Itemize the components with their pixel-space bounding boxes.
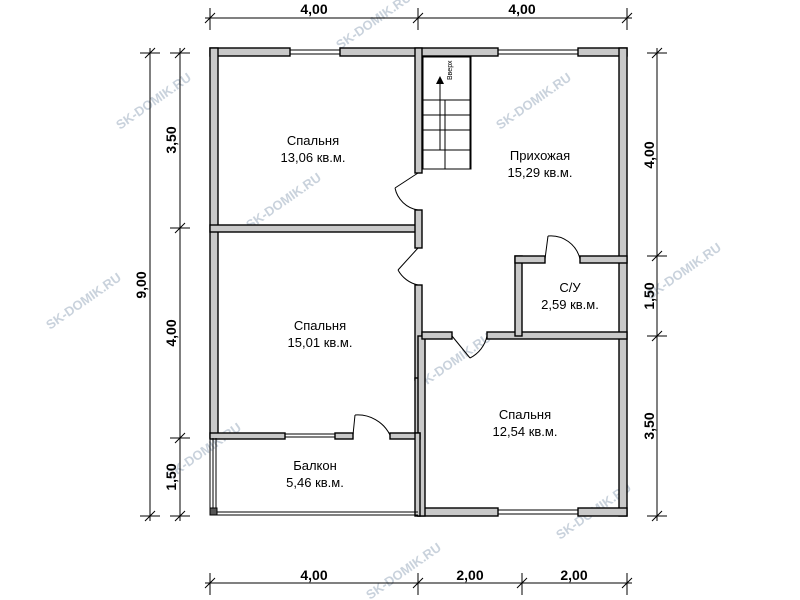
door-swing: [352, 414, 391, 436]
wall-segment: [209, 47, 291, 57]
room-area: 12,54 кв.м.: [493, 424, 558, 439]
staircase: Вверх: [422, 56, 472, 170]
wall-segment: [414, 47, 423, 174]
dim-bottom-1: 4,00: [300, 567, 327, 583]
wall-segment: [414, 209, 423, 249]
room-name: Балкон: [293, 458, 337, 473]
room-name: Спальня: [287, 133, 339, 148]
door-swing: [451, 335, 488, 359]
wall-segment: [209, 47, 219, 439]
room-bedroom-middle-left: Спальня 15,01 кв.м.: [288, 318, 353, 350]
watermark: SK-DOMIK.RU: [333, 0, 414, 52]
wall-segment: [414, 432, 421, 517]
windows: [285, 49, 578, 515]
watermark: SK-DOMIK.RU: [493, 70, 574, 133]
dim-bottom-2: 2,00: [456, 567, 483, 583]
wall-segment: [334, 432, 354, 440]
wall-segment: [514, 255, 546, 264]
dim-left-2: 4,00: [163, 319, 179, 346]
room-bedroom-bottom-right: Спальня 12,54 кв.м.: [493, 407, 558, 439]
watermark: SK-DOMIK.RU: [363, 540, 444, 600]
watermark: SK-DOMIK.RU: [43, 270, 124, 333]
wall-segment: [209, 432, 286, 440]
room-hallway: Прихожая 15,29 кв.м.: [508, 148, 573, 180]
wall-segment: [618, 47, 628, 517]
dimension-right: 4,00 1,50 3,50: [641, 47, 667, 522]
door-swing: [544, 235, 581, 260]
wall-segment: [579, 255, 628, 264]
dim-right-2: 1,50: [641, 282, 657, 309]
wall-segment: [577, 507, 628, 517]
dimension-left-total: 9,00: [133, 47, 160, 522]
room-balcony: Балкон 5,46 кв.м.: [286, 458, 344, 490]
dim-left-1: 3,50: [163, 126, 179, 153]
wall-segment: [421, 331, 453, 340]
dim-left-3: 1,50: [163, 463, 179, 490]
room-name: Прихожая: [510, 148, 570, 163]
room-name: С/У: [559, 280, 581, 295]
wall-segment: [417, 507, 499, 517]
room-name: Спальня: [294, 318, 346, 333]
dim-left-total: 9,00: [133, 271, 149, 298]
room-name: Спальня: [499, 407, 551, 422]
door-swing: [397, 247, 419, 286]
door-swing: [394, 172, 419, 211]
dim-right-3: 3,50: [641, 412, 657, 439]
room-area: 2,59 кв.м.: [541, 297, 599, 312]
dimension-top: 4,00 4,00: [204, 1, 633, 30]
room-area: 13,06 кв.м.: [281, 150, 346, 165]
wall-segment: [209, 224, 419, 233]
dim-top-1: 4,00: [300, 1, 327, 17]
dim-top-2: 4,00: [508, 1, 535, 17]
dim-bottom-3: 2,00: [560, 567, 587, 583]
room-bathroom: С/У 2,59 кв.м.: [541, 280, 599, 312]
room-area: 15,01 кв.м.: [288, 335, 353, 350]
room-area: 15,29 кв.м.: [508, 165, 573, 180]
room-bedroom-top-left: Спальня 13,06 кв.м.: [281, 133, 346, 165]
walls: [209, 47, 628, 517]
doors: [352, 172, 581, 436]
wall-segment: [486, 331, 628, 340]
watermark: SK-DOMIK.RU: [243, 170, 324, 233]
dimension-bottom: 4,00 2,00 2,00: [204, 567, 633, 595]
dim-right-1: 4,00: [641, 141, 657, 168]
wall-segment: [514, 255, 523, 337]
dimension-left: 3,50 4,00 1,50: [163, 47, 190, 522]
watermark: SK-DOMIK.RU: [113, 70, 194, 133]
balcony-railing: [209, 438, 418, 516]
stair-label: Вверх: [447, 60, 454, 80]
room-area: 5,46 кв.м.: [286, 475, 344, 490]
